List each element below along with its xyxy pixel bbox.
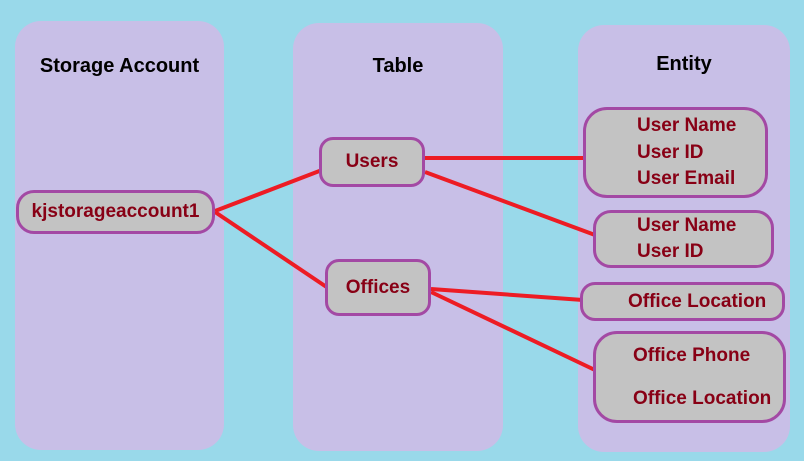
entity-field-user-email: User Email [637,168,736,190]
column-table: Table [293,23,503,451]
node-table-users: Users [319,137,425,187]
node-storage-account-label: kjstorageaccount1 [31,201,200,222]
node-table-users-label: Users [345,151,399,172]
node-entity-users-short: User Name User ID [593,210,774,268]
entity-field-office-location: Office Location [633,388,772,409]
node-storage-account: kjstorageaccount1 [16,190,215,234]
entity-field-user-name: User Name [637,114,737,136]
entity-field-user-id: User ID [637,241,704,262]
entity-field-office-location: Office Location [628,290,767,312]
node-entity-office-phone: Office Phone Office Location [593,331,786,423]
column-title-entity: Entity [656,53,712,75]
entity-field-user-id: User ID [637,141,704,163]
entity-field-office-phone: Office Phone [633,345,751,366]
entity-field-user-name: User Name [637,215,737,236]
node-entity-users-full: User Name User ID User Email [583,107,768,198]
column-title-table: Table [372,55,424,77]
column-storage-account: Storage Account [15,21,224,450]
node-table-offices: Offices [325,259,431,316]
node-entity-office-location: Office Location [580,282,785,321]
node-table-offices-label: Offices [345,276,411,298]
column-title-storage-account: Storage Account [39,55,200,77]
